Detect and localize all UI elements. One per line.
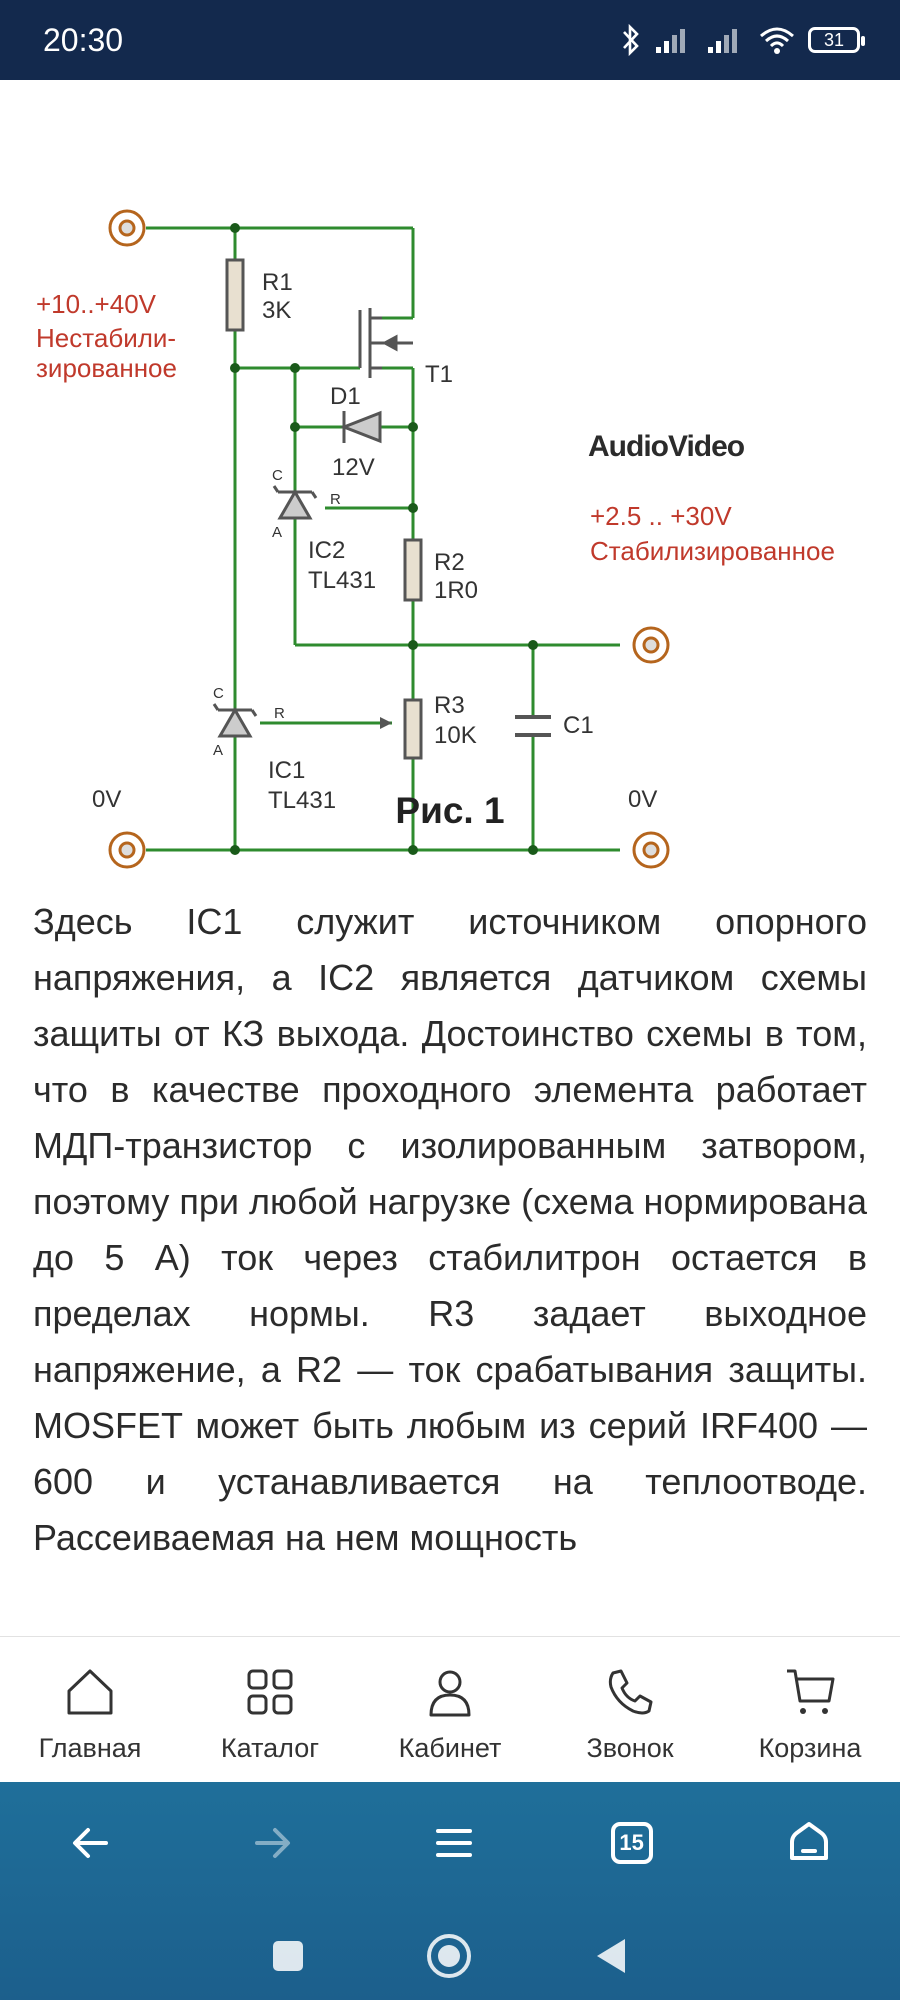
brand-logo: AudioVideo — [588, 430, 745, 463]
tab-count: 15 — [619, 1830, 644, 1855]
capacitor-c1 — [515, 715, 551, 737]
terminal-in-zero — [108, 831, 146, 869]
system-navigation — [0, 1932, 900, 1980]
ic2-tl431 — [272, 485, 318, 520]
label-ic2-r: R — [330, 491, 341, 508]
label-ic2: IC2 — [308, 537, 345, 564]
status-bar: 20:30 31 — [0, 0, 900, 80]
label-zero-left: 0V — [92, 786, 121, 813]
terminal-out-plus — [632, 626, 670, 664]
junction-dots — [230, 223, 538, 855]
label-r3: R3 — [434, 692, 465, 719]
figure-caption: Рис. 1 — [395, 790, 505, 831]
article-paragraph: Здесь IC1 служит источником опорного нап… — [33, 901, 867, 1558]
user-icon — [429, 1670, 471, 1717]
nav-call[interactable]: Звонок — [540, 1637, 720, 1783]
menu-icon[interactable] — [429, 1818, 479, 1868]
status-time: 20:30 — [43, 22, 124, 58]
browser-toolbar: 15 — [0, 1782, 900, 2000]
battery-icon: 31 — [808, 27, 865, 53]
nav-catalog[interactable]: Каталог — [180, 1637, 360, 1783]
nav-call-label: Звонок — [586, 1733, 674, 1763]
terminal-out-zero — [632, 831, 670, 869]
label-t1: T1 — [425, 361, 453, 388]
nav-home-label: Главная — [38, 1733, 142, 1763]
status-icons: 31 — [620, 22, 865, 58]
circuit-diagram: R1 3K T1 D1 12V IC2 TL431 R2 1R0 R3 10K … — [36, 209, 835, 869]
label-stab: Стабилизированное — [590, 536, 835, 566]
label-ic1-r: R — [274, 705, 285, 722]
label-ic1-part: TL431 — [268, 787, 336, 814]
label-d1: D1 — [330, 383, 361, 410]
label-zero-right: 0V — [628, 786, 657, 813]
forward-arrow-icon[interactable] — [247, 1818, 297, 1868]
home-page-icon[interactable] — [784, 1818, 834, 1868]
battery-level: 31 — [823, 29, 845, 50]
nav-account-label: Кабинет — [398, 1733, 502, 1763]
wifi-icon — [760, 27, 794, 54]
label-ic2-a: A — [272, 524, 282, 541]
mosfet-t1 — [358, 308, 413, 378]
article-content[interactable]: R1 3K T1 D1 12V IC2 TL431 R2 1R0 R3 10K … — [0, 80, 900, 1636]
label-r1: R1 — [262, 269, 293, 296]
label-ic2-part: TL431 — [308, 567, 376, 594]
label-r3-val: 10K — [434, 722, 477, 749]
label-ic1-a: A — [213, 742, 223, 759]
label-vin: +10..+40V — [36, 289, 157, 319]
back-arrow-icon[interactable] — [66, 1818, 116, 1868]
bluetooth-icon — [623, 23, 639, 57]
label-r1-val: 3K — [262, 297, 291, 324]
grid-icon — [247, 1669, 293, 1715]
ic1-tl431 — [212, 703, 258, 738]
diode-d1 — [339, 410, 382, 444]
nav-catalog-label: Каталог — [220, 1733, 320, 1763]
nav-home[interactable]: Главная — [0, 1637, 180, 1783]
nav-account[interactable]: Кабинет — [360, 1637, 540, 1783]
label-r2-val: 1R0 — [434, 577, 478, 604]
signal-icon-2 — [708, 29, 737, 53]
tabs-button[interactable]: 15 — [610, 1822, 653, 1864]
label-d1-val: 12V — [332, 454, 375, 481]
label-unstab-1: Нестабили- — [36, 323, 176, 353]
resistor-r1 — [225, 258, 245, 332]
label-ic2-c: C — [272, 467, 283, 484]
label-r2: R2 — [434, 549, 465, 576]
resistor-r2 — [403, 538, 423, 602]
nav-cart-label: Корзина — [758, 1733, 862, 1763]
label-ic1-c: C — [213, 685, 224, 702]
browser-controls: 15 — [0, 1818, 900, 1868]
r3-wiper-arrow — [380, 717, 392, 729]
home-icon — [67, 1669, 113, 1715]
signal-icon — [656, 29, 685, 53]
label-vout: +2.5 .. +30V — [590, 501, 732, 531]
label-unstab-2: зированное — [36, 353, 177, 383]
nav-cart[interactable]: Корзина — [720, 1637, 900, 1783]
back-triangle-icon[interactable] — [593, 1936, 629, 1976]
home-circle-icon[interactable] — [425, 1932, 473, 1980]
recents-square-icon[interactable] — [271, 1939, 305, 1973]
resistor-r3 — [403, 698, 423, 760]
phone-icon — [608, 1669, 653, 1715]
label-c1: C1 — [563, 712, 594, 739]
terminal-in-plus — [108, 209, 146, 247]
label-ic1: IC1 — [268, 757, 305, 784]
bottom-navigation: Главная Каталог Кабинет Звонок Корзина — [0, 1636, 900, 1783]
cart-icon — [787, 1669, 835, 1714]
